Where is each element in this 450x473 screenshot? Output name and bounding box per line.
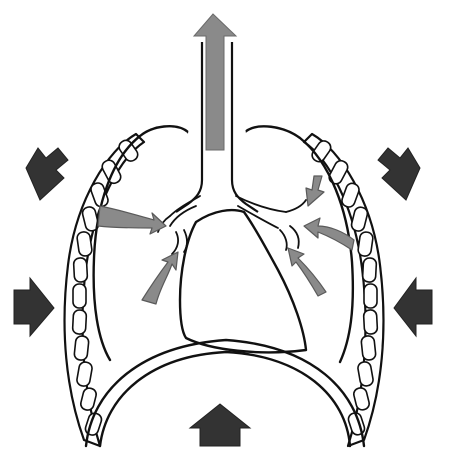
external-pressure-arrow-icon [393, 276, 433, 338]
internal-airflow-arrow-icon [141, 251, 179, 305]
external-pressure-arrow-icon [13, 276, 55, 338]
external-pressure-arrow-icon [188, 403, 252, 447]
heart [178, 208, 308, 354]
trachea-exhale-arrow-icon [192, 13, 238, 151]
internal-airflow-arrow-icon [97, 205, 167, 235]
external-pressure-arrow-icon [25, 147, 69, 201]
internal-airflow-arrow-icon [303, 217, 355, 251]
internal-airflow-arrow-icon [305, 175, 325, 207]
internal-airflow-arrow-icon [287, 247, 327, 297]
diaphragm [84, 338, 366, 448]
external-pressure-arrow-icon [377, 147, 421, 201]
external-pressure-arrows [13, 147, 433, 447]
left-rib-segments [71, 139, 139, 436]
internal-airflow-arrows [97, 175, 355, 305]
